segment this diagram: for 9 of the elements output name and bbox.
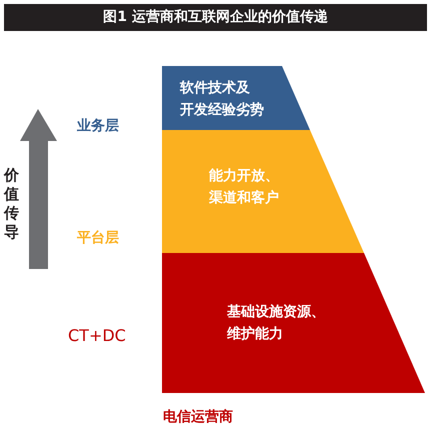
base-label: 电信运营商 [163, 408, 233, 426]
band-text: 基础设施资源、维护能力 [227, 303, 325, 344]
axis-label: 价值传导 [4, 166, 20, 242]
band-text: 能力开放、渠道和客户 [209, 167, 279, 208]
layer-label: 平台层 [77, 229, 119, 247]
layer-label: 业务层 [77, 117, 119, 135]
layer-label: CT+DC [68, 326, 126, 345]
band-text: 软件技术及开发经验劣势 [180, 79, 264, 120]
title-bar: 图1 运营商和互联网企业的价值传递 [4, 4, 427, 31]
